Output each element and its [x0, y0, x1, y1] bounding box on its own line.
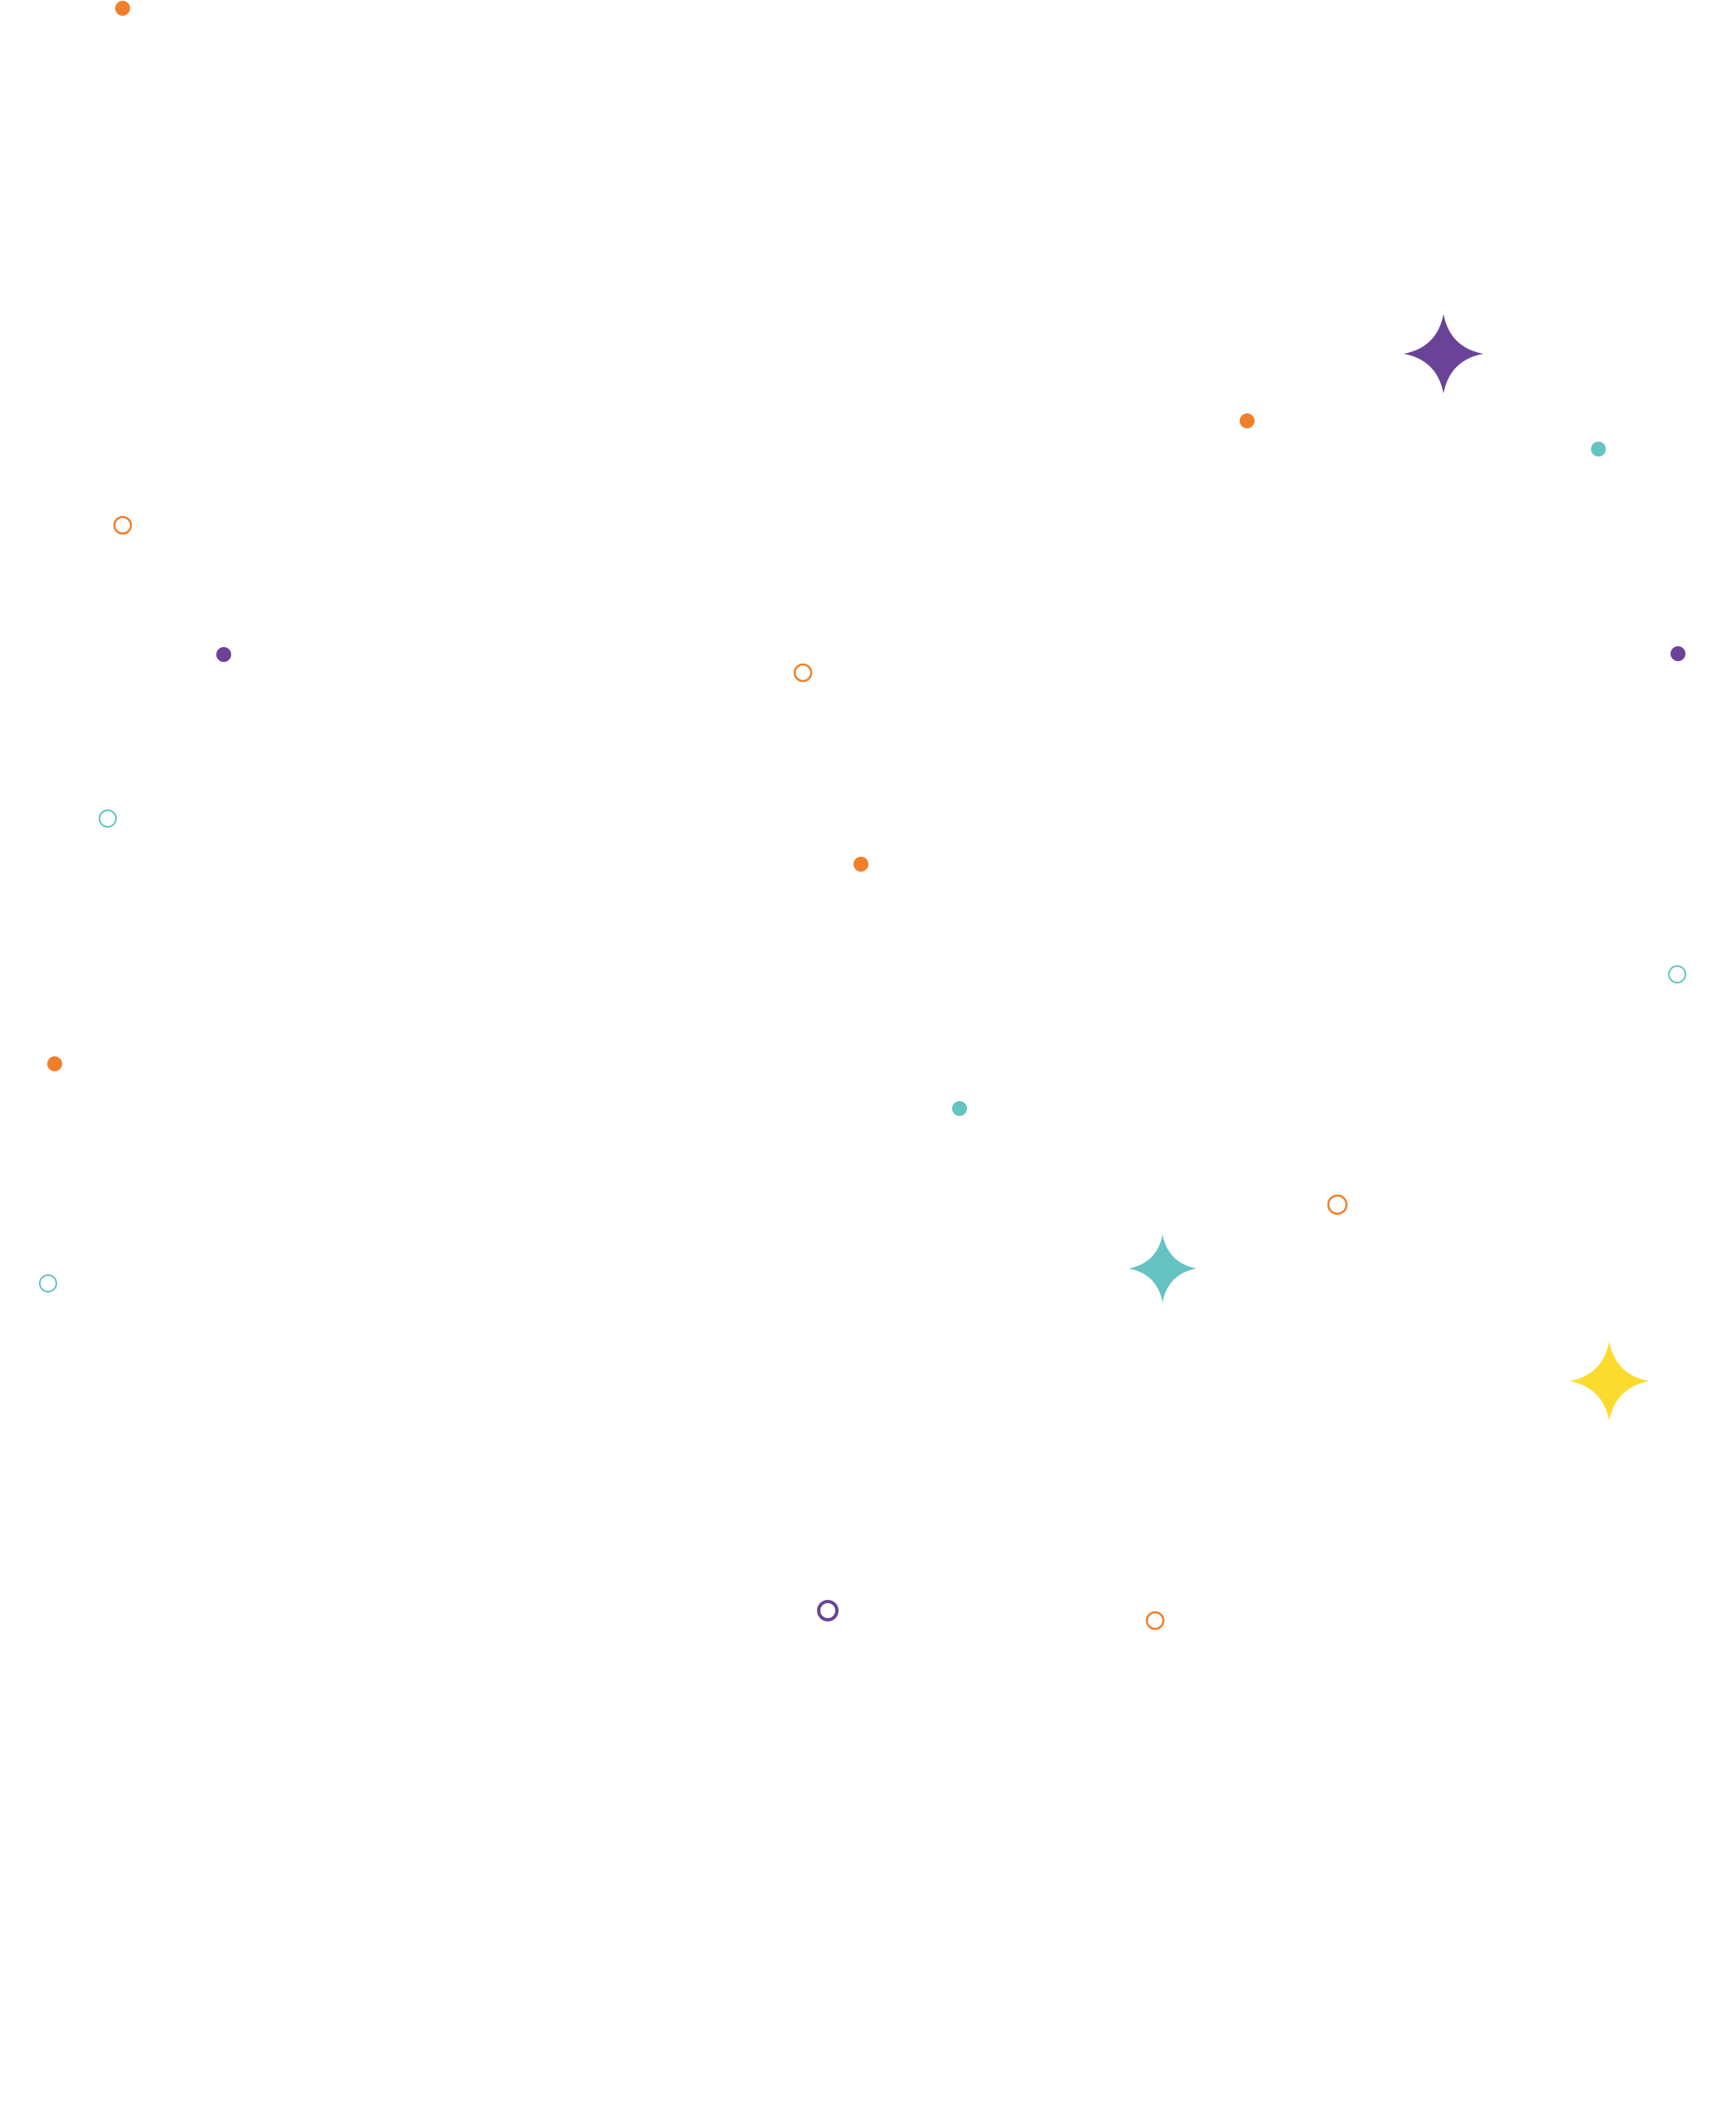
orange-ring	[793, 663, 813, 683]
purple-dot	[1671, 646, 1685, 661]
purple-ring	[817, 1600, 839, 1621]
yellow-sparkle-icon	[1569, 1341, 1649, 1421]
orange-dot	[115, 1, 130, 16]
purple-sparkle-icon	[1404, 314, 1483, 394]
sparkles-layer	[1129, 314, 1649, 1421]
teal-ring	[1668, 965, 1686, 983]
teal-dot	[1591, 442, 1606, 457]
orange-ring	[1327, 1194, 1348, 1215]
teal-ring	[99, 809, 117, 828]
rings-layer	[39, 515, 1686, 1631]
dots-layer	[47, 1, 1685, 1116]
teal-ring	[39, 1274, 57, 1292]
teal-dot	[952, 1101, 967, 1116]
teal-sparkle-icon	[1129, 1234, 1197, 1302]
orange-dot	[1240, 413, 1255, 428]
orange-ring	[1145, 1611, 1165, 1631]
orange-dot	[47, 1056, 62, 1071]
orange-ring	[113, 515, 133, 535]
orange-dot	[853, 857, 868, 872]
purple-dot	[216, 647, 231, 662]
